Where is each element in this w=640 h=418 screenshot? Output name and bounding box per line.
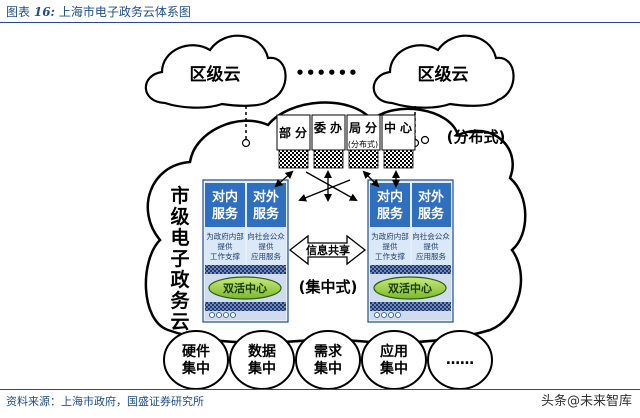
info-share-label: 信息共享 [306,243,350,257]
svg-text:提供: 提供 [259,241,274,251]
svg-text:需求: 需求 [314,343,343,360]
figure-caption: 图表 16: 上海市电子政务云体系图 [6,3,191,20]
district-cloud-left: 区级云 [144,34,287,109]
svg-text:子: 子 [170,248,189,270]
municipal-cloud-label: 市 级 电 子 政 务 云 [170,184,190,333]
svg-text:分: 分 [295,125,307,140]
svg-text:双活中心: 双活中心 [388,281,432,295]
svg-text:对内: 对内 [377,189,403,205]
svg-text:提供: 提供 [383,241,398,251]
svg-text:服务: 服务 [418,206,445,222]
svg-text:向社会公众: 向社会公众 [412,231,450,241]
svg-text:务: 务 [170,289,190,312]
caption-number: 16: [33,5,55,19]
svg-text:双活中心: 双活中心 [223,281,267,295]
svg-text:级: 级 [170,205,189,228]
circle-more: …… [427,330,493,390]
caption-title: 上海市电子政务云体系图 [58,5,191,19]
svg-text:服务: 服务 [212,206,239,222]
centralized-label: (集中式) [299,278,358,296]
svg-text:应用服务: 应用服务 [416,251,446,261]
department-centers: 部 分 委 办 局 分 中 心 (分布式) [276,114,416,169]
svg-text:集中: 集中 [379,360,408,377]
watermark: 头条@未来智库 [540,394,632,409]
svg-text:中: 中 [384,120,396,135]
svg-text:委: 委 [313,120,327,135]
bottom-circles: 硬件 集中 数据 集中 需求 集中 应用 集中 …… [163,330,493,390]
svg-text:电: 电 [170,226,189,249]
footer-rule [0,389,640,390]
svg-text:服务: 服务 [253,206,280,222]
svg-text:集中: 集中 [181,360,210,377]
circle-application: 应用 集中 [361,330,427,390]
outer-service-block [247,183,286,227]
caption-label: 图表 [6,5,31,19]
svg-text:工作支撑: 工作支撑 [375,251,405,261]
flow-arrows [274,170,400,202]
svg-text:为政府内部: 为政府内部 [371,231,409,241]
inner-service-block [205,183,245,227]
svg-text:集中: 集中 [247,360,276,377]
circle-demand: 需求 集中 [295,330,361,390]
caption-rule [0,22,640,23]
info-share-arrow: 信息共享 [288,234,367,266]
connector-right-node-2 [420,135,430,145]
svg-text:应用服务: 应用服务 [251,251,281,261]
svg-text:对外: 对外 [418,189,444,205]
svg-text:提供: 提供 [424,241,439,251]
data-center-right: 对内 服务 对外 服务 为政府内部 提供 工作支撑 向社会公众 提供 应用服务 … [367,179,454,323]
svg-text:市: 市 [170,184,189,207]
svg-text:硬件: 硬件 [182,343,210,360]
svg-text:向社会公众: 向社会公众 [247,231,285,241]
district-cloud-left-label: 区级云 [190,64,241,85]
svg-text:心: 心 [400,121,412,135]
svg-text:工作支撑: 工作支撑 [210,251,240,261]
svg-text:为政府内部: 为政府内部 [206,231,244,241]
district-cloud-right: 区级云 [372,34,515,109]
svg-text:数据: 数据 [248,343,276,360]
circle-data: 数据 集中 [229,330,295,390]
svg-text:……: …… [446,352,474,368]
source-note: 资料来源：上海市政府，国盛证券研究所 [6,395,204,408]
svg-text:办: 办 [330,120,342,135]
data-center-left: 对内 服务 对外 服务 为政府内部 提供 工作支撑 向社会公众 提供 应用服务 … [202,179,289,323]
svg-text:提供: 提供 [218,241,233,251]
svg-text:部: 部 [279,125,291,140]
connector-left-node [241,138,251,148]
department-sub: (分布式) [348,139,378,149]
svg-text:集中: 集中 [313,360,342,377]
svg-text:云: 云 [170,311,189,333]
circle-hardware: 硬件 集中 [163,330,229,390]
svg-text:对内: 对内 [212,189,238,205]
svg-text:政: 政 [170,268,190,291]
svg-text:分: 分 [365,120,377,135]
top-ellipsis: •••••• [295,64,359,82]
svg-text:对外: 对外 [253,189,279,205]
svg-text:服务: 服务 [377,206,404,222]
svg-text:局: 局 [349,121,361,135]
district-cloud-right-label: 区级云 [418,64,469,85]
active-center-right [373,276,447,300]
active-center-left [208,276,282,300]
svg-text:应用: 应用 [380,343,408,360]
distributed-label: (分布式) [447,128,506,146]
